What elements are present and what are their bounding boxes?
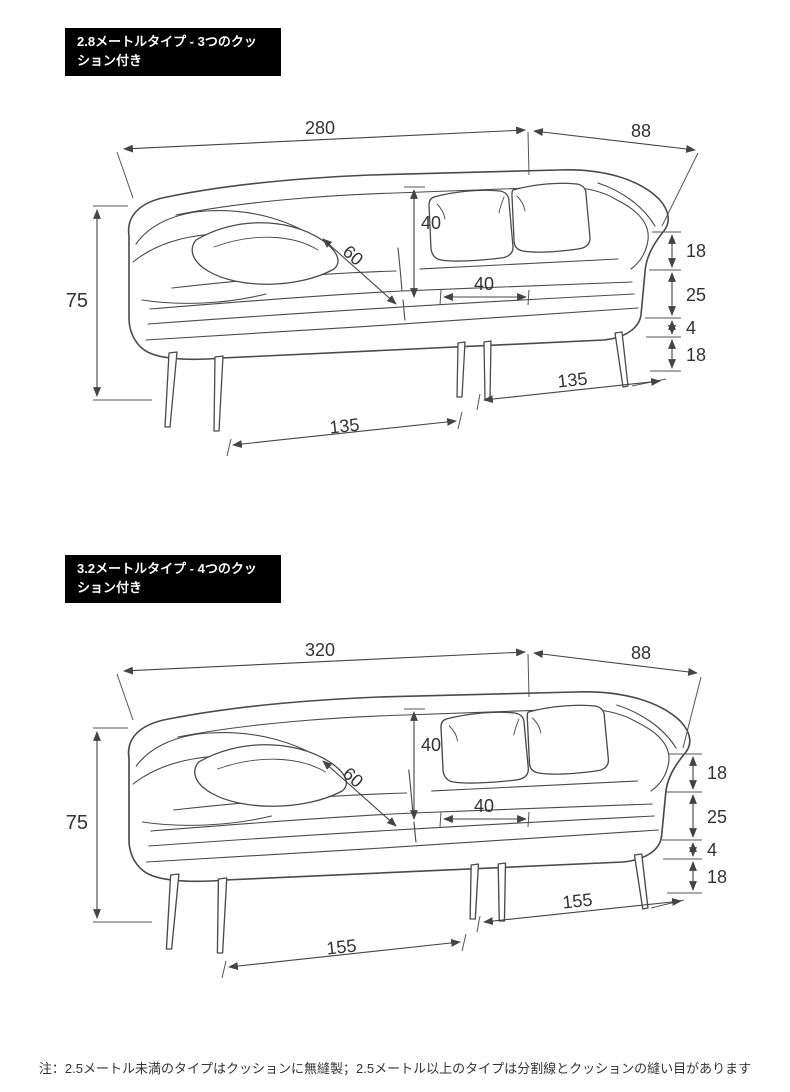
dim-total-height: 75	[66, 812, 88, 834]
extension-lines	[93, 653, 702, 979]
section-label-2-8m: 2.8メートルタイプ - 3つのクッション付き	[65, 28, 281, 76]
dim-left-seat: 155	[325, 936, 357, 959]
dim-total-width: 320	[305, 640, 335, 660]
back-pillow-left	[428, 189, 514, 262]
dim-line-cushion-diagonal	[322, 760, 397, 827]
dim-line-total-width	[123, 126, 526, 153]
dim-cushion-width: 40	[474, 274, 494, 294]
dim-right-seat: 135	[556, 369, 588, 392]
lumbar-pillow	[194, 744, 347, 807]
dim-base-height: 18	[707, 867, 727, 887]
dim-cushion-gap: 4	[707, 840, 717, 860]
dim-seat-to-arm: 25	[686, 285, 706, 305]
dimension-labels: 320 88 75 40 60 40 18 25 4 18 155 155	[66, 640, 727, 959]
sofa-diagram-2-8m: 280 88 75 40 60 40 18 25 4 18 135 135	[66, 118, 706, 457]
sofa-legs	[165, 853, 649, 954]
footer-note: 注：2.5メートル未満のタイプはクッションに無縫製；2.5メートル以上のタイプは…	[38, 1061, 752, 1076]
dim-line-depth	[533, 128, 696, 153]
sofa-outer-shell	[127, 168, 669, 361]
lumbar-pillow	[191, 222, 339, 285]
dim-line-cushion-diagonal	[322, 238, 397, 305]
dim-line-total-width	[123, 648, 526, 675]
dim-backrest-height: 40	[421, 213, 441, 233]
sofa-drawing	[127, 168, 669, 432]
extension-lines	[93, 131, 699, 457]
back-pillow-right	[526, 704, 610, 775]
dim-depth: 88	[631, 643, 651, 663]
dimension-labels: 280 88 75 40 60 40 18 25 4 18 135 135	[66, 118, 706, 438]
dim-line-right-seat	[483, 898, 682, 925]
pillow-creases	[213, 195, 526, 251]
dim-cushion-width: 40	[474, 796, 494, 816]
dim-line-left-seat	[228, 939, 461, 970]
dim-arm-top: 18	[707, 763, 727, 783]
sofa-drawing	[127, 690, 691, 954]
dim-backrest-height: 40	[421, 735, 441, 755]
dim-right-seat: 155	[561, 890, 593, 913]
back-pillow-right	[511, 182, 591, 253]
dim-line-left-seat	[232, 418, 457, 448]
dim-total-width: 280	[305, 118, 335, 138]
dim-total-height: 75	[66, 290, 88, 312]
dim-arm-top: 18	[686, 241, 706, 261]
dim-line-right-seat	[483, 378, 661, 403]
dim-line-depth	[533, 650, 698, 676]
dim-left-seat: 135	[328, 415, 360, 438]
dim-depth: 88	[631, 121, 651, 141]
sofa-diagram-3-2m: 320 88 75 40 60 40 18 25 4 18 155 155	[66, 640, 727, 979]
section-label-3-2m: 3.2メートルタイプ - 4つのクッション付き	[65, 555, 281, 603]
dim-seat-to-arm: 25	[707, 807, 727, 827]
sofa-legs	[164, 331, 629, 432]
dimension-lines	[93, 648, 698, 970]
dim-cushion-diagonal: 60	[339, 241, 367, 269]
dim-base-height: 18	[686, 345, 706, 365]
back-pillow-left	[440, 711, 530, 784]
sofa-outer-shell	[127, 690, 691, 883]
pillow-creases	[216, 717, 542, 773]
dim-cushion-gap: 4	[686, 318, 696, 338]
dimension-lines	[93, 126, 696, 448]
